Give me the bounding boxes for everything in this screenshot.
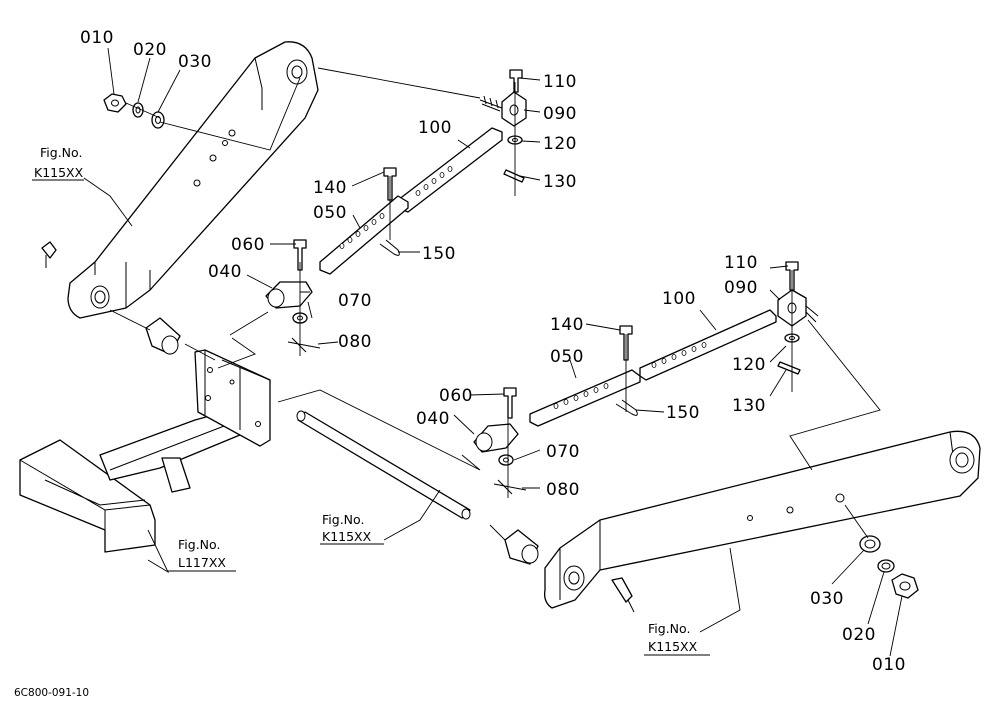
callout-020: 020 (842, 625, 876, 645)
callout-120: 120 (732, 355, 766, 375)
callout-130: 130 (732, 396, 766, 416)
callout-100: 100 (418, 118, 452, 138)
callout-labels-lower: 110 090 100 140 050 120 060 130 040 150 … (416, 253, 906, 675)
callout-130: 130 (543, 172, 577, 192)
callout-050: 050 (313, 203, 347, 223)
callout-110: 110 (724, 253, 758, 273)
callout-090: 090 (724, 278, 758, 298)
callout-060: 060 (231, 235, 265, 255)
callout-110: 110 (543, 72, 577, 92)
callout-leaders (83, 47, 903, 657)
callout-150: 150 (422, 244, 456, 264)
callout-090: 090 (543, 104, 577, 124)
callout-100: 100 (662, 289, 696, 309)
callout-140: 140 (550, 315, 584, 335)
fig-ref-line2: L117XX (178, 555, 226, 570)
center-frame (19, 349, 271, 553)
fig-ref-right-arm[interactable]: Fig.No. K115XX (644, 621, 710, 656)
right-bushing (504, 529, 539, 565)
fig-ref-left-arm[interactable]: Fig.No. K115XX (32, 145, 84, 181)
fig-ref-line2: K115XX (322, 529, 372, 544)
callout-070: 070 (338, 291, 372, 311)
fig-ref-line2: K115XX (648, 639, 698, 654)
fig-ref-line2: K115XX (34, 165, 84, 180)
cross-shaft (296, 410, 471, 520)
callout-120: 120 (543, 134, 577, 154)
callout-010: 010 (80, 28, 114, 48)
callout-080: 080 (546, 480, 580, 500)
upper-lift-rod-assembly (103, 69, 527, 356)
fig-ref-line1: Fig.No. (648, 621, 690, 636)
callout-050: 050 (550, 347, 584, 367)
callout-020: 020 (133, 40, 167, 60)
callout-040: 040 (416, 409, 450, 429)
right-lift-arm (544, 430, 981, 613)
lower-lift-rod-assembly (473, 261, 919, 599)
callout-030: 030 (178, 52, 212, 72)
connection-lines (109, 67, 881, 541)
fig-ref-line1: Fig.No. (322, 512, 364, 527)
fig-ref-line1: Fig.No. (178, 537, 220, 552)
left-bushing (145, 317, 181, 355)
callout-040: 040 (208, 262, 242, 282)
callout-060: 060 (439, 386, 473, 406)
callout-010: 010 (872, 655, 906, 675)
fig-ref-frame[interactable]: Fig.No. L117XX (168, 537, 236, 572)
callout-070: 070 (546, 442, 580, 462)
callout-labels-upper: 010 020 030 110 090 100 120 130 140 050 … (80, 28, 577, 352)
callout-030: 030 (810, 589, 844, 609)
left-lift-arm (41, 41, 319, 319)
fig-ref-line1: Fig.No. (40, 145, 82, 160)
fig-ref-center-shaft[interactable]: Fig.No. K115XX (320, 512, 384, 545)
callout-140: 140 (313, 178, 347, 198)
diagram-code: 6C800-091-10 (14, 687, 89, 699)
callout-080: 080 (338, 332, 372, 352)
callout-150: 150 (666, 403, 700, 423)
